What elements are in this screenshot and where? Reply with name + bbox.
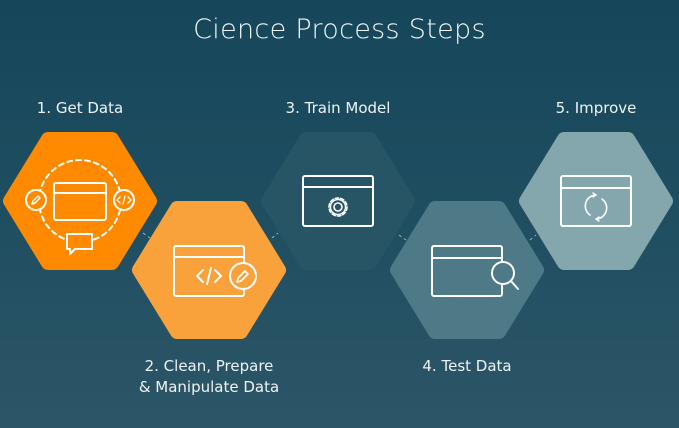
- window-with-edit-code-comment-icon: [25, 159, 135, 255]
- step-2-label-line2: & Manipulate Data: [138, 378, 280, 396]
- step-3-hexagon: [261, 132, 415, 270]
- window-gear-icon: [302, 175, 374, 227]
- connectors: [142, 232, 537, 241]
- step-5-hexagon: [519, 132, 673, 270]
- window-refresh-icon: [560, 175, 632, 227]
- connector-2-3: [271, 232, 279, 239]
- window-code-edit-icon: [173, 245, 257, 297]
- window-search-icon: [431, 245, 519, 297]
- step-4-hexagon: [390, 201, 544, 339]
- step-5-label: 5. Improve: [555, 99, 637, 117]
- step-1-label: 1. Get Data: [36, 99, 124, 117]
- step-2-hexagon: [132, 201, 286, 339]
- connector-4-5: [529, 234, 537, 241]
- hexagons: [3, 132, 673, 339]
- step-2-label-line1: 2. Clean, Prepare: [144, 357, 274, 375]
- step-3-label: 3. Train Model: [285, 99, 391, 117]
- diagram-title: Cience Process Steps: [193, 14, 486, 45]
- step-4-label: 4. Test Data: [422, 357, 512, 375]
- step-2-label: 2. Clean, Prepare & Manipulate Data: [109, 356, 309, 398]
- connector-3-4: [398, 234, 407, 241]
- connector-1-2: [142, 232, 151, 239]
